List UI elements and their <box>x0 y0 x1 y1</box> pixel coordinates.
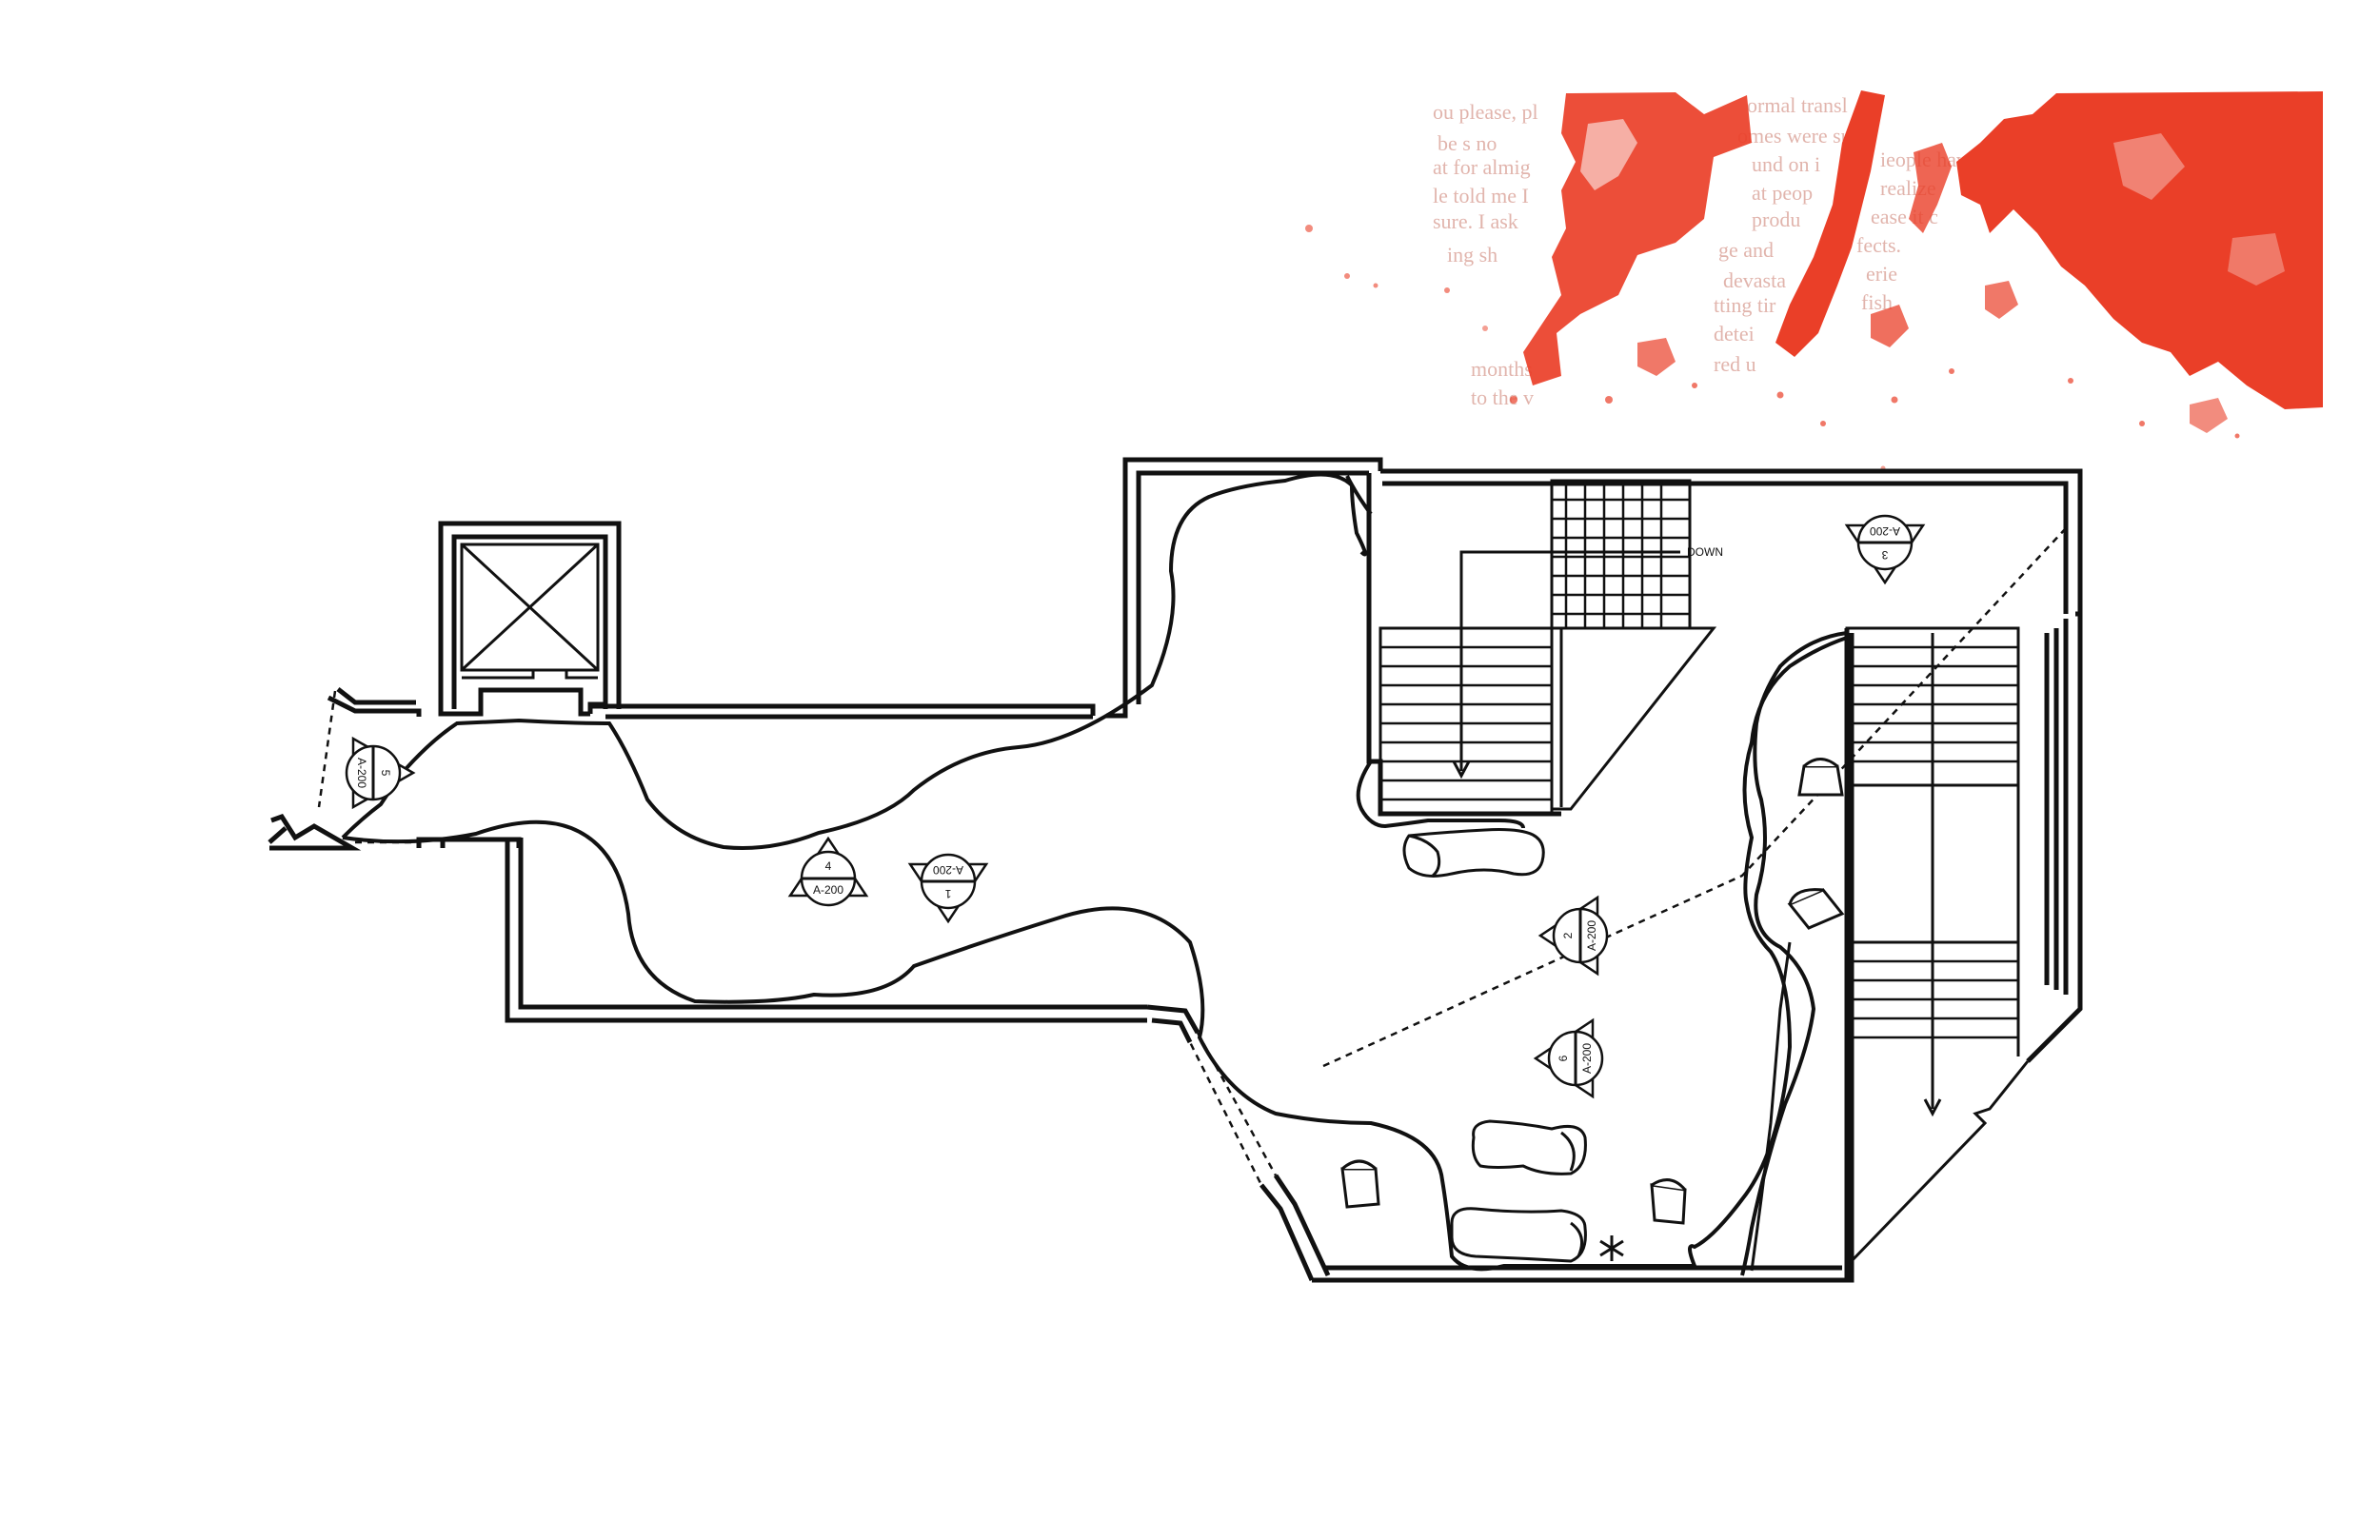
stair-treads-upper <box>1552 481 1690 628</box>
stair-down-label: DOWN <box>1687 545 1723 559</box>
furniture <box>1340 758 1845 1263</box>
asterisk-mark <box>1599 1235 1624 1261</box>
section-tag-6: 6 A-200 <box>1533 1017 1604 1099</box>
collage-fragment: erie <box>1866 262 1897 286</box>
chair <box>1797 758 1844 797</box>
collage-fragment: at peop <box>1752 181 1813 205</box>
section-tag-sheet: A-200 <box>1585 920 1598 951</box>
section-tag-sheet: A-200 <box>933 863 963 877</box>
collage-fragment: ge and <box>1718 238 1774 262</box>
collage-fragment: to the v <box>1471 385 1534 409</box>
section-tag-sheet: A-200 <box>1870 524 1900 538</box>
bench <box>1402 828 1545 878</box>
sofa <box>1450 1207 1587 1263</box>
collage-fragment: tting tir <box>1714 293 1776 317</box>
collage-fragment: red u <box>1714 352 1756 376</box>
section-tag-number: 1 <box>944 887 951 900</box>
chair <box>1650 1178 1687 1225</box>
stair-right <box>1844 626 2030 1280</box>
dashed-lines <box>317 527 2067 1186</box>
sofa <box>1471 1119 1587 1175</box>
collage-fragment: produ <box>1752 207 1800 231</box>
chair <box>1340 1159 1380 1209</box>
collage-fragment: at for almig <box>1433 155 1531 179</box>
red-paint-splash <box>1305 90 2323 471</box>
section-tags: 5 A-200 4 A-200 1 A-200 3 <box>345 514 1926 1099</box>
collage-fragment: months <box>1471 357 1533 381</box>
stair-treads-left <box>1380 645 1552 801</box>
section-tag-2: 2 A-200 <box>1537 895 1609 977</box>
collage-fragment: und on i <box>1752 152 1820 176</box>
section-tag-3: 3 A-200 <box>1844 514 1926 585</box>
curved-boundary <box>341 472 1848 1276</box>
walls <box>268 457 2083 1283</box>
section-tag-number: 5 <box>379 770 392 777</box>
section-tag-number: 2 <box>1561 932 1575 938</box>
section-tag-number: 3 <box>1881 548 1888 562</box>
section-tag-number: 4 <box>825 859 832 873</box>
section-tag-4: 4 A-200 <box>787 836 869 907</box>
section-tag-1: 1 A-200 <box>907 853 989 924</box>
section-tag-number: 6 <box>1557 1055 1570 1061</box>
collage-fragment: fects. <box>1856 233 1901 257</box>
section-tag-sheet: A-200 <box>355 758 368 788</box>
collage-fragment: be s no <box>1438 131 1497 155</box>
collage-fragment: detei <box>1714 322 1755 346</box>
collage-fragment: devasta <box>1723 268 1786 292</box>
collage-fragment: omes were su <box>1737 124 1852 148</box>
chair <box>1787 888 1845 930</box>
collage-fragment: ormal transl <box>1747 93 1848 117</box>
floor-plan: DOWN <box>268 457 2083 1283</box>
section-tag-sheet: A-200 <box>1580 1043 1594 1074</box>
collage-fragment: sure. I ask <box>1433 209 1518 233</box>
stair-upper: DOWN <box>1366 479 1723 817</box>
collage-fragment: ing sh <box>1447 243 1497 267</box>
elevator-shaft <box>438 521 622 709</box>
section-tag-sheet: A-200 <box>813 883 843 897</box>
collage-fragment: le told me I <box>1433 184 1529 207</box>
collage-fragment: ou please, pl <box>1433 100 1538 124</box>
collage-texture: ou please, pl ormal transl be s no omes … <box>1305 90 2323 471</box>
section-tag-5: 5 A-200 <box>345 736 416 810</box>
